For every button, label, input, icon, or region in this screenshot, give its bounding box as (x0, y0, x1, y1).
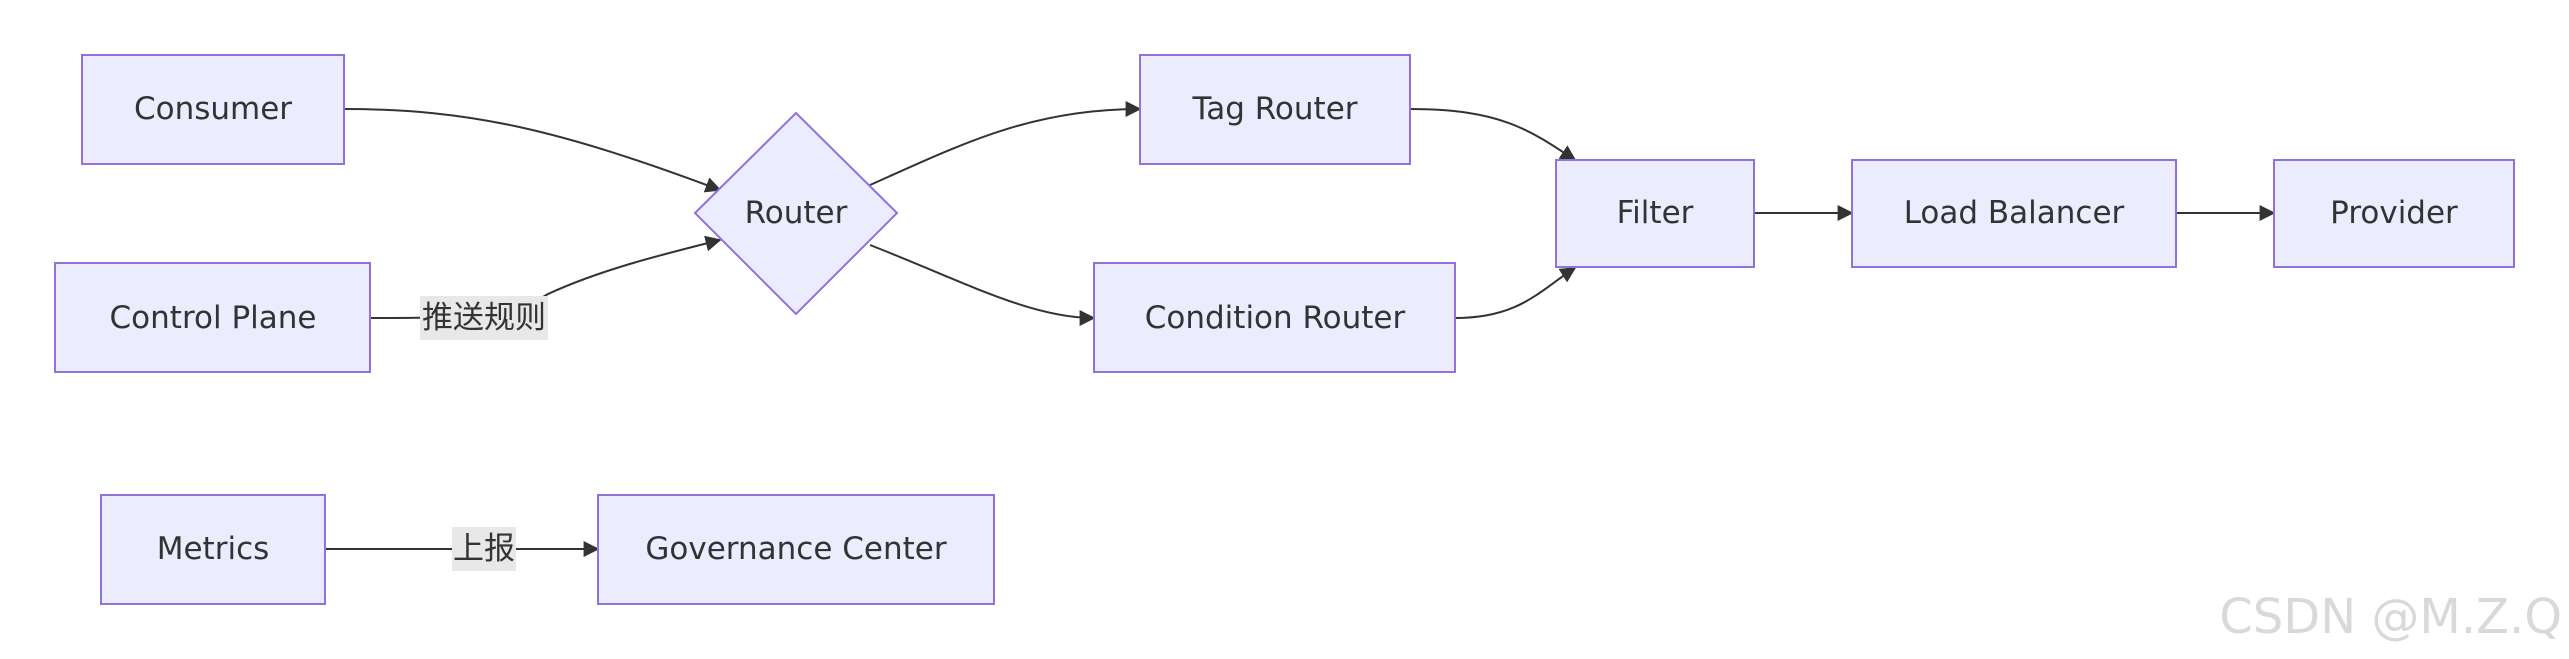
edge-condition-router-to-filter (1454, 267, 1577, 319)
edge-label-report: 上报 (453, 531, 515, 567)
edge-label-bg (452, 527, 516, 571)
nodes: Consumer Control Plane Router Tag Router… (54, 54, 2515, 605)
node-condition-router-label: Condition Router (1145, 300, 1406, 336)
node-provider-label: Provider (2330, 195, 2458, 231)
node-tag-router[interactable]: Tag Router (1139, 54, 1411, 165)
node-metrics-label: Metrics (157, 531, 270, 567)
edge-label-bg (420, 296, 548, 340)
node-condition-router[interactable]: Condition Router (1093, 262, 1456, 373)
node-governance-center-label: Governance Center (645, 531, 946, 567)
node-router[interactable]: Router (693, 111, 899, 316)
edge-labels: 推送规则 上报 (420, 296, 548, 571)
node-control-plane[interactable]: Control Plane (54, 262, 371, 373)
edge-label-push-rules: 推送规则 (422, 300, 546, 336)
node-consumer-label: Consumer (134, 91, 292, 127)
node-control-plane-label: Control Plane (110, 300, 317, 336)
edge-tag-router-to-filter (1409, 108, 1577, 161)
node-router-label: Router (745, 195, 848, 231)
node-filter-label: Filter (1617, 195, 1694, 231)
node-governance-center[interactable]: Governance Center (597, 494, 995, 605)
node-metrics[interactable]: Metrics (100, 494, 326, 605)
node-filter[interactable]: Filter (1555, 159, 1755, 268)
node-consumer[interactable]: Consumer (81, 54, 345, 165)
edge-consumer-to-router (343, 108, 722, 193)
node-load-balancer-label: Load Balancer (1904, 195, 2125, 231)
node-tag-router-label: Tag Router (1191, 91, 1357, 127)
node-load-balancer[interactable]: Load Balancer (1851, 159, 2177, 268)
node-provider[interactable]: Provider (2273, 159, 2515, 268)
edge-router-to-tag-router (869, 101, 1142, 186)
watermark-text: CSDN @M.Z.Q (2219, 589, 2562, 645)
edge-router-to-condition-router (869, 244, 1096, 326)
